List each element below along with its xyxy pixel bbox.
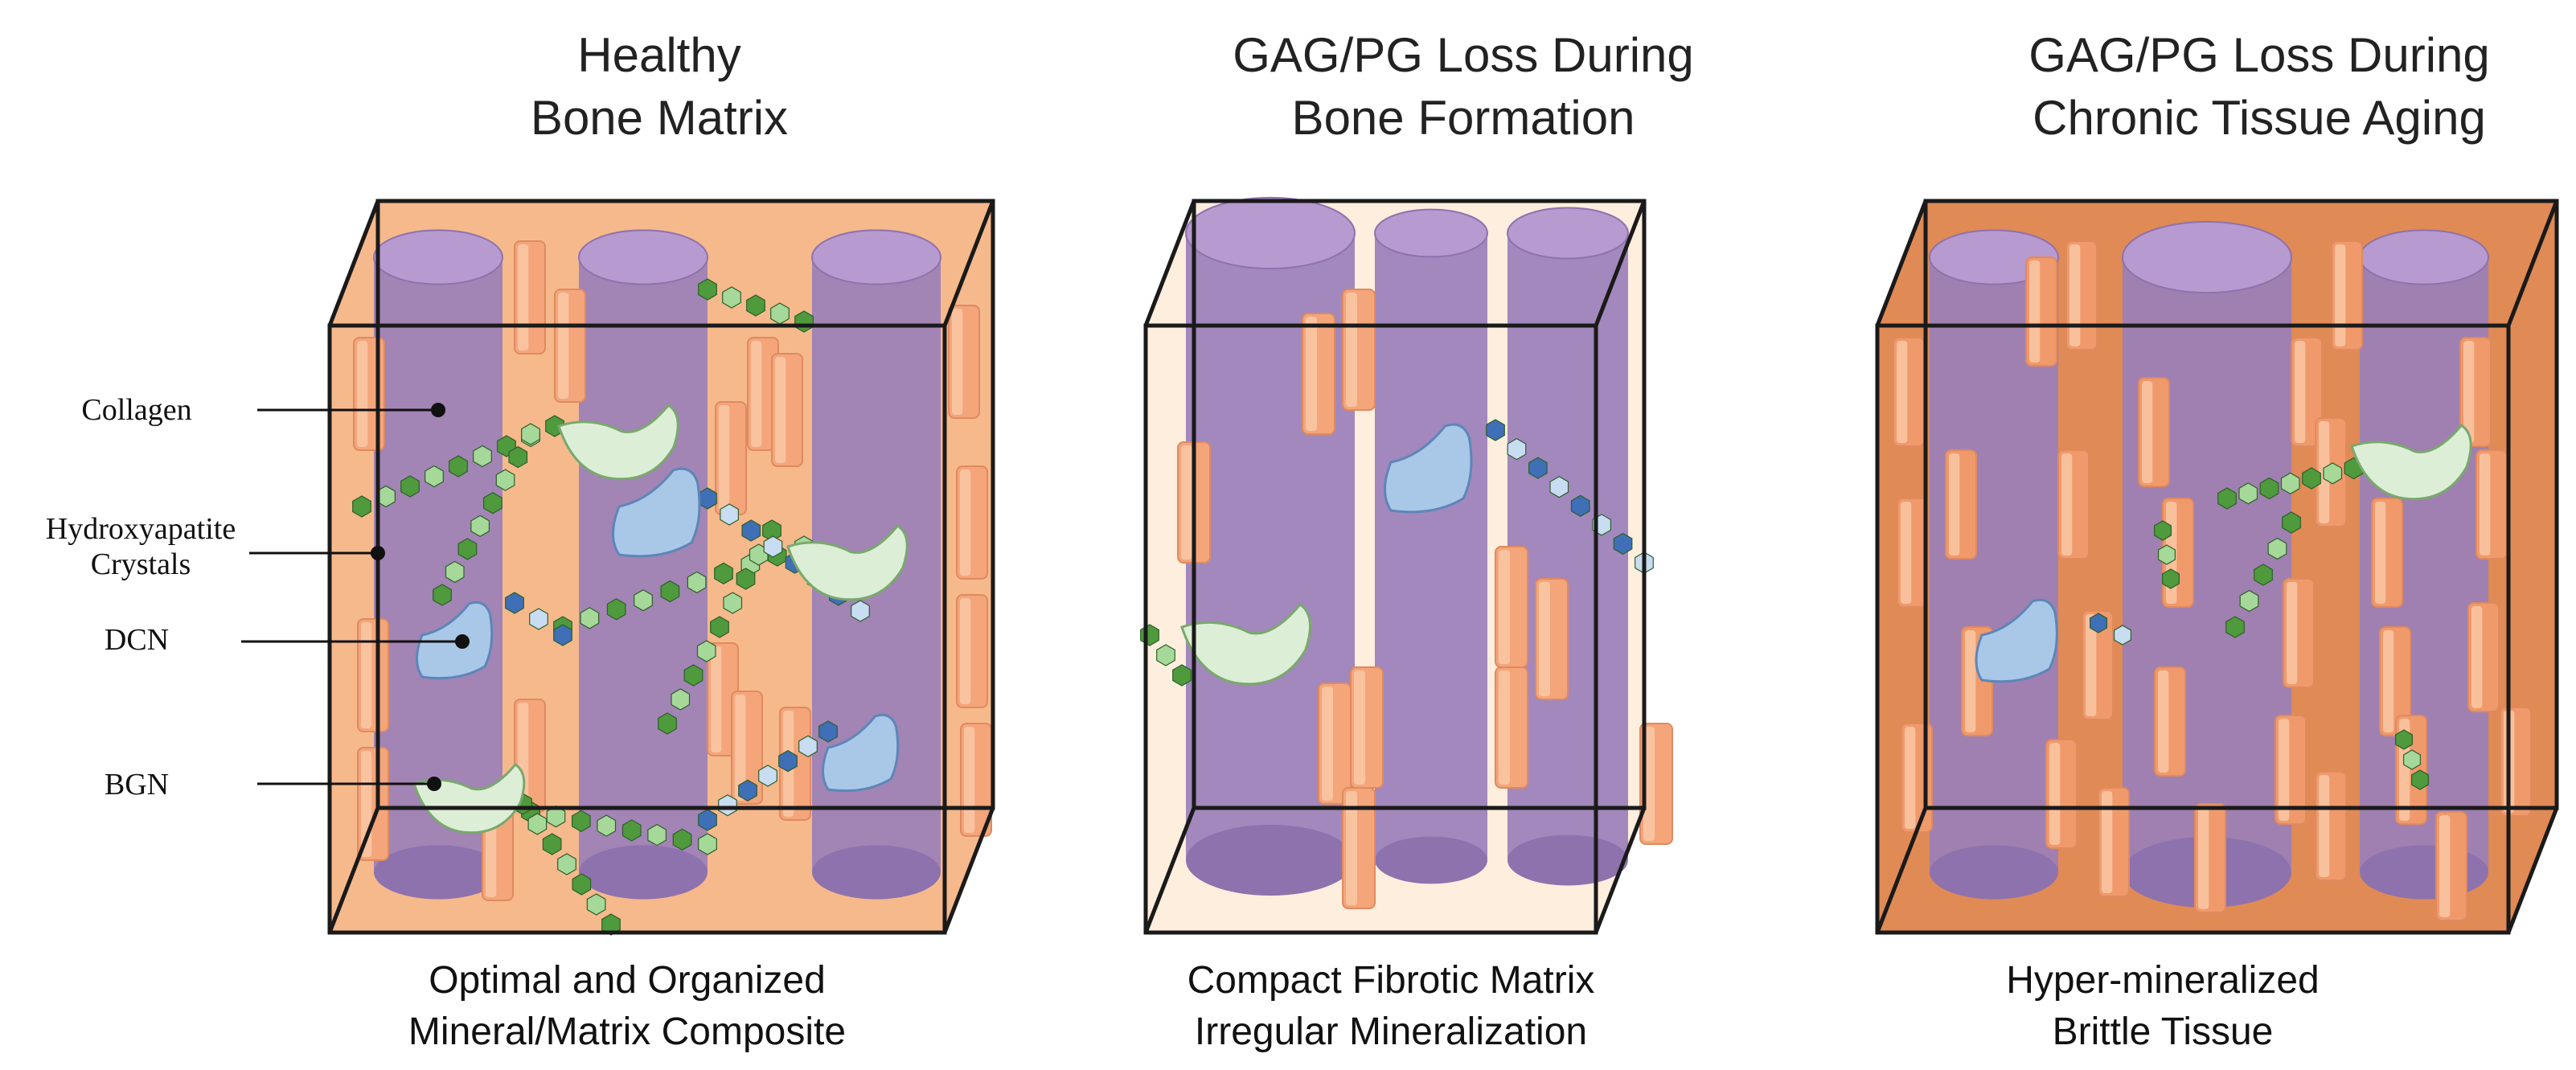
pointer-dot (371, 546, 385, 560)
panel-2-caption: Compact Fibrotic Matrix Irregular Minera… (1187, 959, 1595, 1053)
panel-1-title: Healthy Bone Matrix (530, 28, 789, 145)
collagen-fibril (579, 257, 708, 872)
gag-chain (2154, 520, 2180, 589)
collagen-fibril (2123, 257, 2291, 872)
gag-chain (433, 423, 540, 606)
gag-chain (505, 592, 572, 646)
panel-2-title: GAG/PG Loss During Bone Formation (1233, 28, 1694, 145)
pointer-dot (455, 634, 470, 649)
panel-3-chronic-aging (1875, 199, 2559, 935)
gag-chain (1486, 419, 1654, 574)
gag-chain (521, 801, 717, 855)
box-front-face (327, 323, 947, 935)
panel-1-caption: Optimal and Organized Mineral/Matrix Com… (408, 959, 847, 1053)
box-front-face (1875, 323, 2511, 935)
gag-chain (658, 519, 781, 735)
panel-3-title: GAG/PG Loss During Chronic Tissue Aging (2028, 28, 2490, 145)
dcn-protein (1975, 598, 2058, 683)
panel-1-healthy (327, 199, 995, 936)
bgn-protein (786, 524, 909, 601)
bgn-protein (2350, 424, 2472, 501)
panel-2-bone-formation (1140, 196, 1673, 935)
bgn-protein (557, 404, 679, 481)
label-dcn: DCN (104, 623, 170, 657)
gag-chain (698, 720, 838, 831)
legend-pointers (241, 403, 470, 791)
collagen-fibril (374, 257, 502, 872)
label-collagen: Collagen (81, 393, 192, 427)
collagen-fibril (1375, 233, 1487, 860)
dcn-protein (822, 713, 900, 793)
box-back-face (1192, 199, 1647, 810)
gag-chain (1140, 624, 1192, 687)
gag-chain (2225, 511, 2301, 638)
pointer-dot (427, 777, 441, 791)
gag-chain (513, 793, 621, 936)
dcn-protein (1384, 423, 1473, 514)
pointer-dot (431, 403, 445, 417)
gag-chain (2395, 729, 2429, 790)
box-back-face (1923, 199, 2559, 810)
label-bgn: BGN (104, 768, 170, 801)
dcn-protein (416, 601, 494, 680)
bgn-protein (1180, 603, 1312, 686)
label-hydroxyapatite: Hydroxyapatite Crystals (45, 512, 236, 581)
dcn-protein (612, 467, 701, 558)
box-back-face (375, 199, 995, 810)
bgn-protein (412, 763, 526, 834)
panel-3-caption: Hyper-mineralized Brittle Tissue (2006, 959, 2320, 1053)
gag-chain (2090, 613, 2131, 646)
box-front-face (1143, 323, 1598, 935)
